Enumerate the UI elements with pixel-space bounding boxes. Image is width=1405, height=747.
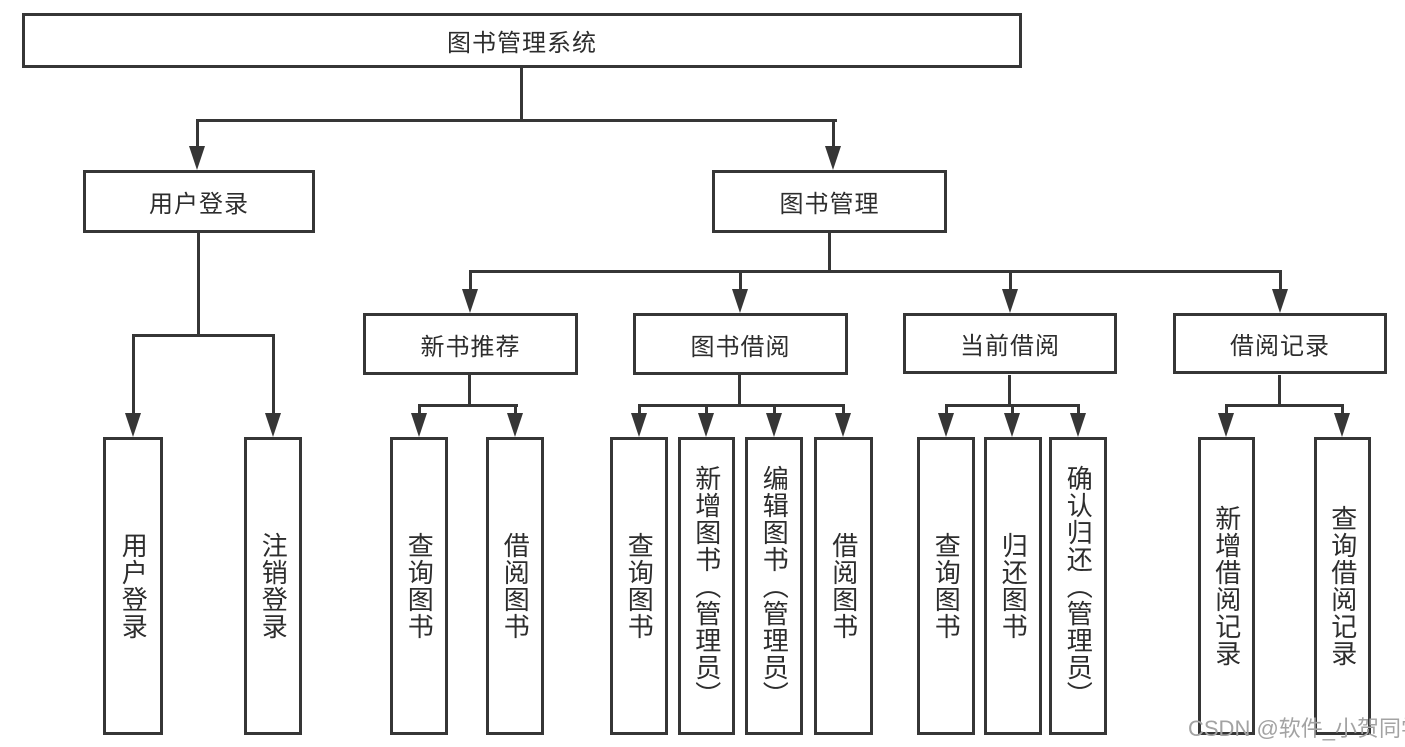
connector-drop (705, 404, 708, 416)
node-current-borrow-label: 当前借阅 (960, 333, 1060, 360)
leaf-query-book-3: 查询图书 (917, 437, 975, 735)
arrow-down-icon (462, 289, 478, 313)
connector-drop-borrow-record (1279, 270, 1282, 291)
node-user-login-label: 用户登录 (149, 191, 249, 218)
leaf-query-book-2-label: 查询图书 (624, 532, 655, 640)
leaf-return-book: 归还图书 (984, 437, 1042, 735)
arrow-down-icon (1218, 413, 1234, 437)
watermark-text: CSDN @软件_小贺同学 (1188, 716, 1405, 741)
connector-new-book-rec-stem (468, 375, 471, 407)
connector-drop (842, 404, 845, 416)
connector-drop (773, 404, 776, 416)
leaf-query-borrow-record: 查询借阅记录 (1314, 437, 1371, 735)
leaf-add-borrow-record: 新增借阅记录 (1198, 437, 1255, 735)
connector-current-borrow-stem (1008, 375, 1011, 407)
connector-drop-new-book-rec (469, 270, 472, 291)
arrow-down-icon (631, 413, 647, 437)
arrow-down-icon (698, 413, 714, 437)
connector-user-login-stem (197, 233, 200, 337)
leaf-borrow-book-2-label: 借阅图书 (828, 532, 859, 640)
arrow-down-icon (938, 413, 954, 437)
leaf-confirm-return: 确认归还（管理员） (1049, 437, 1107, 735)
arrow-down-icon (766, 413, 782, 437)
leaf-logout: 注销登录 (244, 437, 302, 735)
arrow-down-icon (411, 413, 427, 437)
connector-book-borrow-stem (738, 375, 741, 407)
connector-drop-user-login (196, 119, 199, 149)
node-borrow-record-label: 借阅记录 (1230, 333, 1330, 360)
connector-drop (1225, 404, 1228, 416)
connector-book-mgmt-crossbar (469, 270, 1282, 273)
leaf-query-borrow-record-label: 查询借阅记录 (1327, 505, 1358, 667)
connector-book-borrow-crossbar (638, 404, 845, 407)
leaf-edit-book-label: 编辑图书（管理员） (759, 464, 790, 708)
connector-drop-leaf-logout (272, 334, 275, 414)
arrow-down-icon (835, 413, 851, 437)
node-book-borrow: 图书借阅 (633, 313, 848, 375)
node-user-login: 用户登录 (83, 170, 315, 233)
connector-new-book-rec-crossbar (418, 404, 518, 407)
leaf-query-book-2: 查询图书 (610, 437, 668, 735)
leaf-logout-label: 注销登录 (258, 532, 289, 640)
leaf-user-login: 用户登录 (103, 437, 163, 735)
node-root-label: 图书管理系统 (447, 30, 597, 57)
leaf-query-book-1-label: 查询图书 (404, 532, 435, 640)
connector-root-crossbar (196, 119, 837, 122)
arrow-down-icon (1272, 289, 1288, 313)
connector-drop-current-borrow (1009, 270, 1012, 291)
arrow-down-icon (825, 146, 841, 170)
connector-book-mgmt-stem (828, 233, 831, 273)
node-root: 图书管理系统 (22, 13, 1022, 68)
leaf-borrow-book-2: 借阅图书 (814, 437, 873, 735)
leaf-user-login-label: 用户登录 (118, 532, 149, 640)
node-book-mgmt-label: 图书管理 (779, 191, 880, 218)
node-borrow-record: 借阅记录 (1173, 313, 1387, 374)
leaf-add-book-label: 新增图书（管理员） (691, 464, 722, 708)
connector-drop-leaf-user-login (132, 334, 135, 414)
leaf-add-borrow-record-label: 新增借阅记录 (1211, 505, 1242, 667)
node-current-borrow: 当前借阅 (903, 313, 1117, 374)
arrow-down-icon (507, 413, 523, 437)
leaf-borrow-book-1: 借阅图书 (486, 437, 544, 735)
connector-drop (1341, 404, 1344, 416)
leaf-return-book-label: 归还图书 (998, 532, 1029, 640)
arrow-down-icon (189, 146, 205, 170)
connector-drop-book-mgmt (832, 119, 835, 149)
connector-drop (1077, 404, 1080, 416)
arrow-down-icon (1334, 413, 1350, 437)
leaf-borrow-book-1-label: 借阅图书 (500, 532, 531, 640)
connector-root-stem (520, 68, 523, 120)
leaf-add-book: 新增图书（管理员） (678, 437, 735, 735)
connector-drop (514, 404, 517, 416)
connector-drop (945, 404, 948, 416)
arrow-down-icon (1002, 289, 1018, 313)
node-new-book-rec: 新书推荐 (363, 313, 578, 375)
arrow-down-icon (1004, 413, 1020, 437)
connector-drop (638, 404, 641, 416)
connector-borrow-record-stem (1278, 375, 1281, 407)
node-book-borrow-label: 图书借阅 (690, 333, 791, 361)
leaf-edit-book: 编辑图书（管理员） (745, 437, 803, 735)
arrow-down-icon (732, 289, 748, 313)
arrow-down-icon (1070, 413, 1086, 437)
node-book-mgmt: 图书管理 (712, 170, 947, 233)
leaf-query-book-3-label: 查询图书 (931, 532, 962, 640)
connector-borrow-record-crossbar (1225, 404, 1344, 407)
connector-drop (418, 404, 421, 416)
leaf-confirm-return-label: 确认归还（管理员） (1063, 464, 1094, 708)
connector-user-login-crossbar (132, 334, 275, 337)
node-new-book-rec-label: 新书推荐 (420, 333, 521, 361)
leaf-query-book-1: 查询图书 (390, 437, 448, 735)
connector-drop-book-borrow (739, 270, 742, 291)
arrow-down-icon (265, 413, 281, 437)
arrow-down-icon (125, 413, 141, 437)
connector-drop (1011, 404, 1014, 416)
